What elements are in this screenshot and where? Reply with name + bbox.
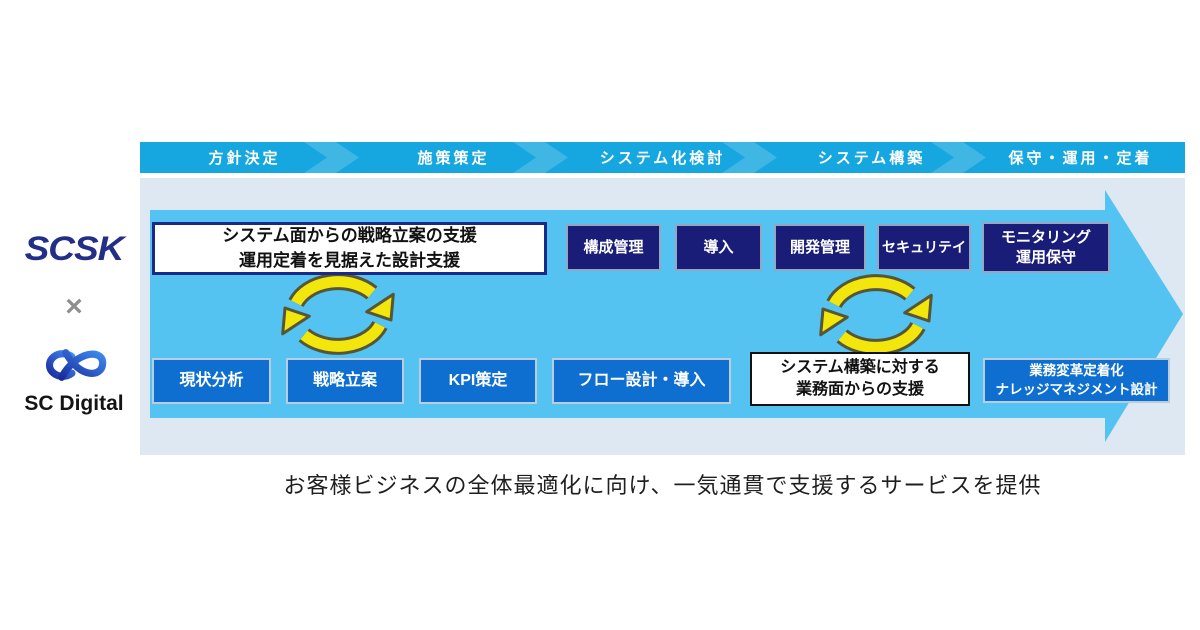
main-panel: 方針決定 施策策定 システム化検討 システム構築 保守・運用・定着 bbox=[140, 142, 1185, 455]
box-label: 戦略立案 bbox=[312, 371, 377, 389]
business-support-note-box: システム構築に対する 業務面からの支援 bbox=[750, 352, 970, 406]
box-config-management: 構成管理 bbox=[566, 224, 661, 271]
diagram-canvas: システム面からの戦略立案の支援 運用定着を見据えた設計支援 システム構築に対する… bbox=[140, 178, 1185, 455]
box-strategy-planning: 戦略立案 bbox=[286, 358, 404, 404]
box-security: セキュリテイ bbox=[877, 224, 971, 271]
phase-systemization-study: システム化検討 bbox=[599, 150, 726, 167]
scsk-logo: SCSK bbox=[24, 229, 125, 268]
box-label: 構成管理 bbox=[583, 238, 644, 256]
bar-gap bbox=[140, 173, 1185, 178]
box-flow-design-deployment: フロー設計・導入 bbox=[552, 358, 731, 404]
phase-bar: 方針決定 施策策定 システム化検討 システム構築 保守・運用・定着 bbox=[140, 142, 1185, 173]
box-monitoring-maintenance: モニタリング 運用保守 bbox=[982, 222, 1110, 273]
box-kpi-formulation: KPI策定 bbox=[419, 358, 537, 404]
phase-policy-decision: 方針決定 bbox=[208, 150, 281, 167]
multiply-icon: × bbox=[65, 290, 83, 323]
box-label-line2: 運用保守 bbox=[1015, 248, 1076, 266]
box-label-line1: モニタリング bbox=[1000, 229, 1091, 246]
box-label-line2: ナレッジマネジメント設計 bbox=[995, 381, 1158, 397]
phase-maintain-operate: 保守・運用・定着 bbox=[1008, 150, 1153, 167]
strategy-note-line1: システム面からの戦略立案の支援 bbox=[222, 225, 477, 245]
box-label: KPI策定 bbox=[448, 371, 508, 389]
box-change-establishment: 業務変革定着化 ナレッジマネジメント設計 bbox=[983, 358, 1170, 403]
phase-system-build: システム構築 bbox=[817, 150, 926, 167]
box-label: フロー設計・導入 bbox=[577, 371, 706, 389]
sc-digital-label: SC Digital bbox=[24, 392, 124, 415]
phase-measure-planning: 施策策定 bbox=[417, 150, 490, 167]
box-label: セキュリテイ bbox=[882, 239, 966, 256]
business-note-line2: 業務面からの支援 bbox=[795, 381, 924, 398]
sc-digital-logo-icon bbox=[46, 349, 107, 381]
brand-column: SCSK × SC Digital bbox=[8, 228, 140, 416]
box-label-line1: 業務変革定着化 bbox=[1029, 362, 1124, 378]
box-deployment: 導入 bbox=[675, 224, 762, 271]
box-label: 導入 bbox=[703, 238, 734, 256]
box-label: 開発管理 bbox=[789, 238, 850, 256]
cycle-arrows-icon bbox=[819, 274, 933, 356]
strategy-support-note-box: システム面からの戦略立案の支援 運用定着を見据えた設計支援 bbox=[152, 222, 547, 275]
box-current-state-analysis: 現状分析 bbox=[152, 358, 271, 404]
business-note-line1: システム構築に対する bbox=[780, 359, 940, 377]
strategy-note-line2: 運用定着を見据えた設計支援 bbox=[239, 250, 460, 270]
box-development-management: 開発管理 bbox=[774, 224, 866, 271]
cycle-arrows-icon bbox=[281, 273, 395, 355]
caption-text: お客様ビジネスの全体最適化に向け、一気通貫で支援するサービスを提供 bbox=[283, 473, 1042, 498]
box-label: 現状分析 bbox=[179, 371, 244, 389]
